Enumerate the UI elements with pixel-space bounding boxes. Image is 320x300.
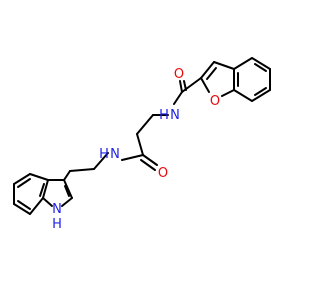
bond: [206, 67, 217, 80]
oxygen-atom-label: O: [174, 67, 184, 82]
nitrogen-atom-label: N: [110, 147, 120, 162]
bond: [42, 179, 49, 199]
bond: [251, 89, 271, 102]
bond: [183, 80, 187, 91]
bond: [173, 91, 183, 105]
bond: [64, 185, 70, 197]
atom-labels: O N H O N H O N H: [52, 67, 220, 232]
oxygen-atom-label: O: [210, 94, 220, 109]
oxygen-atom-label: O: [158, 166, 168, 181]
bond: [69, 168, 95, 172]
bond: [136, 114, 154, 135]
nitrogen-atom-label: N: [52, 202, 62, 217]
nitrogen-atom-label: N: [170, 108, 180, 123]
hydrogen-atom-label: H: [52, 217, 62, 232]
bond: [254, 87, 267, 96]
bond: [29, 197, 44, 215]
bond: [17, 178, 31, 188]
bonds: [13, 57, 271, 215]
bond: [136, 133, 144, 156]
bond: [93, 152, 109, 170]
bond: [254, 63, 267, 72]
bond: [13, 173, 31, 185]
bond: [221, 89, 235, 97]
bond: [179, 80, 183, 93]
bond: [200, 77, 210, 93]
bond: [142, 154, 158, 166]
bond: [63, 170, 71, 181]
bond: [233, 57, 253, 70]
bond: [251, 57, 271, 70]
molecule-structure: O N H O N H O N H: [13, 57, 271, 232]
bond: [39, 183, 45, 197]
bond: [17, 200, 31, 210]
bond: [213, 61, 235, 70]
hydrogen-atom-label: H: [159, 108, 169, 123]
bond: [13, 203, 31, 215]
bond: [29, 173, 49, 181]
bond: [121, 154, 144, 161]
bond: [42, 197, 53, 207]
bond: [61, 197, 73, 207]
bond: [200, 61, 215, 79]
bond: [63, 179, 73, 199]
bond: [233, 89, 253, 102]
bond: [140, 159, 156, 171]
hydrogen-atom-label: H: [99, 147, 109, 162]
